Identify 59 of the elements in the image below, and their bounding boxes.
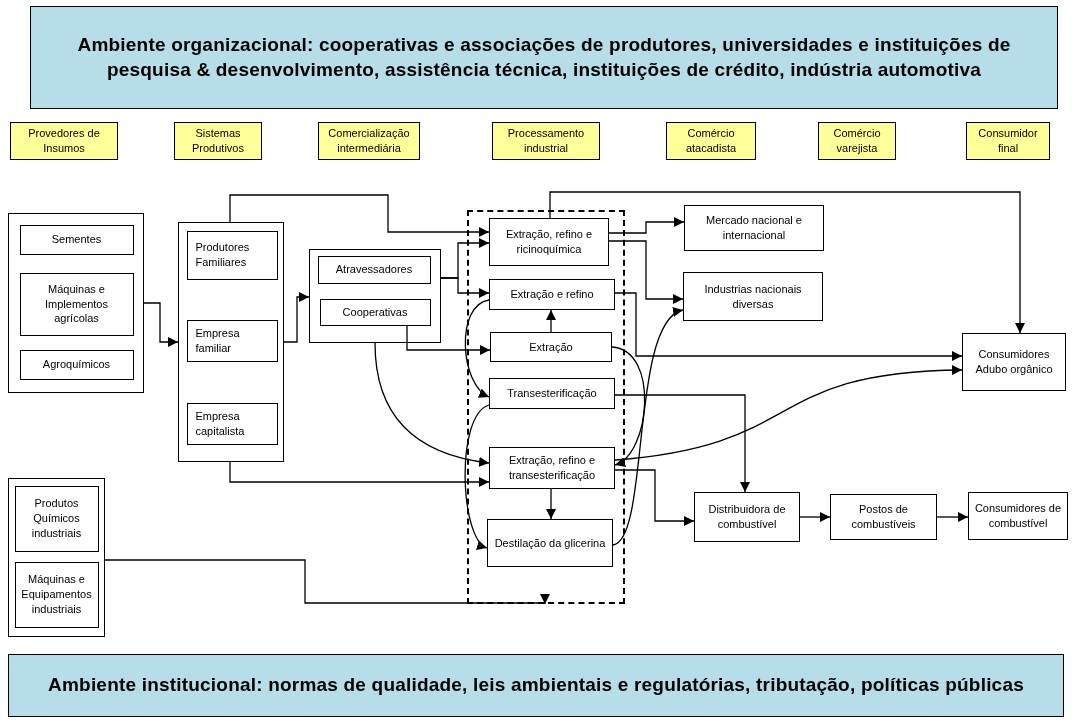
stage-header: Comércio varejista	[818, 122, 896, 160]
arrow	[614, 292, 963, 361]
arrow	[229, 461, 490, 487]
stage-header: Consumidor final	[966, 122, 1050, 160]
process-box: Consumidores Adubo orgânico	[962, 333, 1066, 391]
arrow	[936, 512, 969, 522]
process-box: Mercado nacional e internacional	[684, 205, 824, 251]
arrow	[464, 404, 490, 549]
process-box: Consumidores de combustível	[968, 492, 1068, 540]
arrow	[799, 512, 831, 522]
process-box: Sementes	[19, 224, 134, 255]
arrow	[229, 194, 490, 237]
process-box: Agroquímicos	[19, 349, 134, 380]
arrow	[611, 346, 646, 466]
stage-header: Sistemas Produtivos	[174, 122, 262, 160]
process-box: Produtores Familiares	[186, 230, 278, 280]
process-box: Atravessadores	[317, 255, 431, 284]
arrow	[406, 325, 491, 355]
group-box	[309, 249, 441, 343]
arrow	[283, 292, 310, 343]
arrow	[104, 559, 550, 605]
process-box: Distribuidora de combustível	[694, 492, 800, 542]
process-box: Extração, refino e ricinoquímica	[489, 218, 609, 266]
process-box: Produtos Químicos industriais	[14, 485, 99, 552]
process-box: Extração	[490, 332, 612, 362]
group-box	[8, 213, 144, 393]
stage-header: Processamento industrial	[492, 122, 600, 160]
process-box: Máquinas e Equipamentos industriais	[14, 561, 99, 628]
stage-header: Comércio atacadista	[666, 122, 756, 160]
arrow	[440, 277, 490, 298]
stage-header: Provedores de Insumos	[10, 122, 118, 160]
group-box	[178, 222, 284, 462]
arrow	[143, 302, 179, 347]
dashed-group-box	[467, 210, 625, 604]
arrow	[608, 240, 684, 304]
arrow	[614, 365, 963, 461]
arrow	[374, 342, 490, 467]
arrow	[608, 217, 685, 234]
process-box: Cooperativas	[319, 298, 431, 326]
arrow	[546, 488, 556, 520]
process-box: Empresa capitalista	[186, 402, 278, 445]
environment-banner: Ambiente organizacional: cooperativas e associações de produtores, universidades e instituições de pesquisa & desenvolvimento, assistência técnica, instituições de crédito, indústria automotiva	[30, 6, 1058, 109]
arrow	[549, 191, 1025, 334]
process-box: Postos de combustíveis	[830, 494, 937, 540]
process-box: Destilação da glicerina	[487, 519, 613, 567]
environment-banner: Ambiente institucional: normas de qualidade, leis ambientais e regulatórias, tributação, políticas públicas	[8, 654, 1064, 717]
process-box: Extração, refino e transesterificação	[489, 447, 615, 489]
arrow	[614, 469, 695, 526]
stage-header: Comercialização intermediária	[318, 122, 420, 160]
process-box: Transesterificação	[489, 378, 615, 409]
arrow	[546, 309, 556, 333]
process-box: Extração e refino	[489, 279, 615, 310]
process-box: Máquinas e Implementos agrícolas	[19, 272, 134, 336]
group-box	[8, 478, 105, 637]
arrow	[614, 394, 750, 493]
process-box: Industrias nacionais diversas	[683, 272, 823, 321]
arrow	[464, 299, 490, 398]
process-box: Empresa familiar	[186, 319, 278, 362]
arrow	[612, 309, 684, 546]
